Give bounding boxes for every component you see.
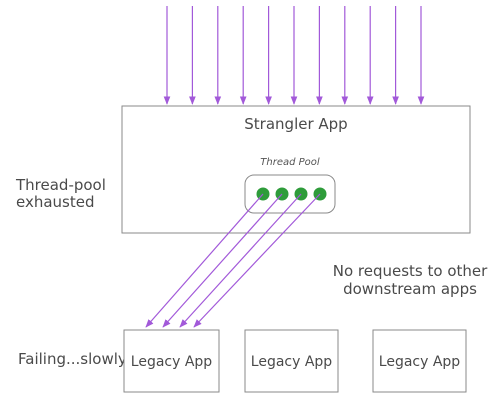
legacy-app-box-3 <box>372 329 467 393</box>
thread-pool-box <box>244 174 336 214</box>
legacy-app-box-1 <box>123 329 220 393</box>
outgoing-request-arrow <box>162 193 283 328</box>
legacy-app-label-1: Legacy App <box>131 354 213 370</box>
outgoing-request-arrow <box>145 193 264 328</box>
legacy-app-box-2 <box>244 329 339 393</box>
thread-pool-exhausted-line2: exhausted <box>16 193 95 211</box>
outgoing-request-arrows <box>145 193 321 328</box>
no-requests-line1: No requests to other <box>333 262 488 280</box>
incoming-request-arrows <box>163 6 425 105</box>
no-requests-line2: downstream apps <box>343 280 477 298</box>
failing-slowly-label: Failing...slowly! <box>18 350 133 368</box>
outgoing-request-arrow <box>193 193 321 328</box>
legacy-app-label-3: Legacy App <box>379 354 461 370</box>
legacy-app-label-2: Legacy App <box>251 354 333 370</box>
thread-pool-exhausted-line1: Thread-pool <box>15 176 106 194</box>
thread-pool-label: Thread Pool <box>260 157 320 168</box>
outgoing-request-arrow <box>179 193 302 328</box>
strangler-app-title: Strangler App <box>244 115 347 133</box>
